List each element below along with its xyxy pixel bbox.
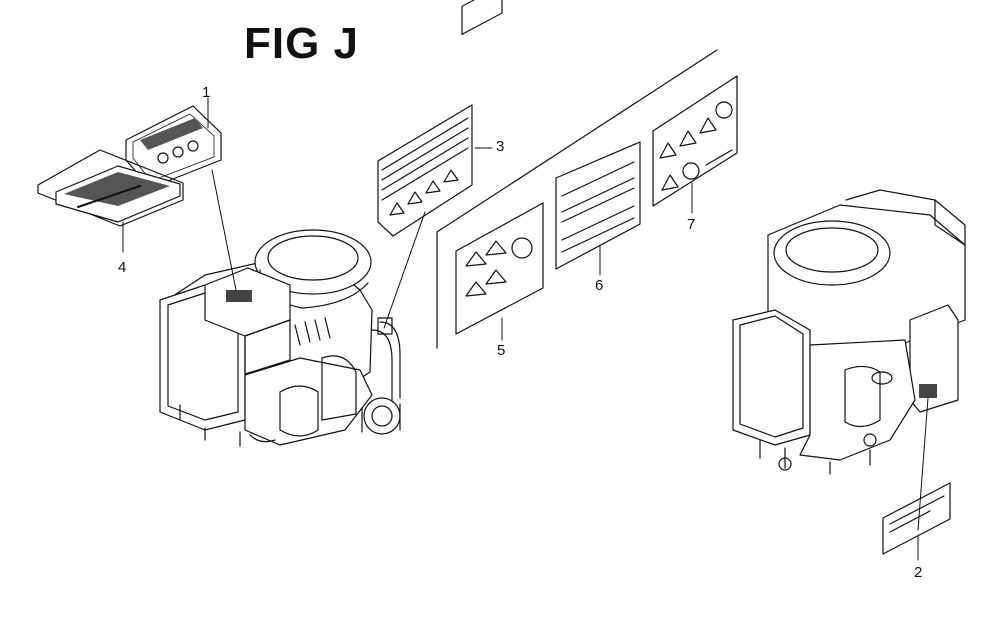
label-7-warning	[652, 75, 738, 207]
label-2-decal	[882, 482, 951, 555]
figure-title: FIG J	[244, 19, 360, 68]
engine-right	[732, 189, 966, 475]
leader-lines	[122, 97, 929, 561]
leader-1-to-engine	[211, 169, 237, 291]
leader-3-to-engine	[383, 211, 426, 329]
label-4-emblem	[37, 149, 184, 227]
label-1-emblem	[125, 105, 222, 189]
callout-2: 2	[914, 564, 923, 581]
callout-6: 6	[595, 277, 604, 294]
engine-left	[159, 229, 401, 447]
label-6-warning	[555, 141, 641, 270]
callout-4: 4	[118, 259, 127, 276]
label-5-warning	[455, 0, 544, 335]
leader-2-to-engine	[917, 397, 929, 531]
sheet-frame	[436, 49, 718, 349]
label-3-warning	[377, 104, 473, 237]
callout-7: 7	[687, 216, 696, 233]
callout-3: 3	[496, 138, 505, 155]
callout-5: 5	[497, 342, 506, 359]
callout-1: 1	[202, 84, 211, 101]
